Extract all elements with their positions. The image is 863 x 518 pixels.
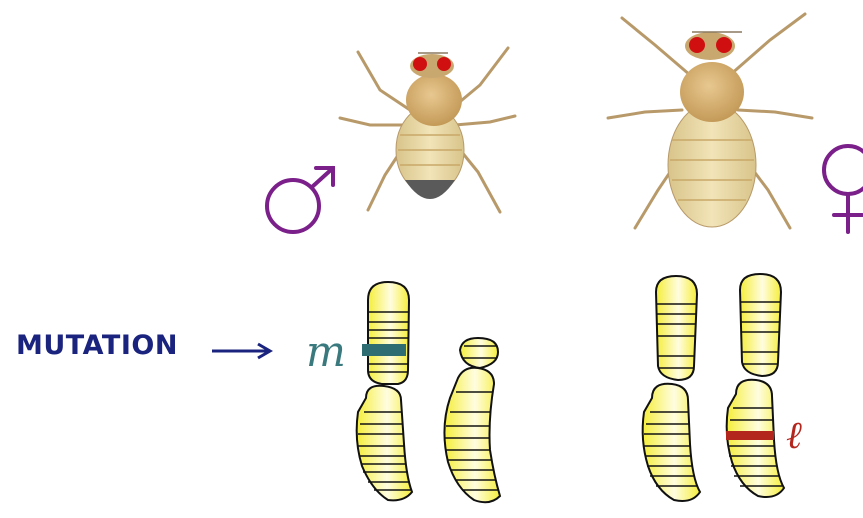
lethal-band <box>726 431 774 440</box>
male-fly-thorax <box>406 74 462 126</box>
female-symbol <box>824 146 863 232</box>
female-fly-left-eye <box>689 37 705 53</box>
mutation-arrow <box>212 344 270 358</box>
male-chromosome-y <box>444 338 500 502</box>
male-chromosome-x <box>357 282 412 500</box>
male-fly <box>340 48 515 212</box>
female-fly-right-eye <box>716 37 732 53</box>
male-symbol <box>267 168 333 232</box>
lethal-allele-label: ℓ <box>786 413 802 457</box>
male-fly-left-eye <box>413 57 427 71</box>
female-chromosome-x2 <box>726 274 784 497</box>
male-fly-right-eye <box>437 57 451 71</box>
female-fly <box>608 14 812 228</box>
mutation-band <box>362 344 406 356</box>
male-fly-abdomen-tip <box>405 180 455 199</box>
female-fly-thorax <box>680 62 744 122</box>
female-chromosome-x1 <box>643 276 700 501</box>
mutation-allele-label: m <box>306 327 346 376</box>
